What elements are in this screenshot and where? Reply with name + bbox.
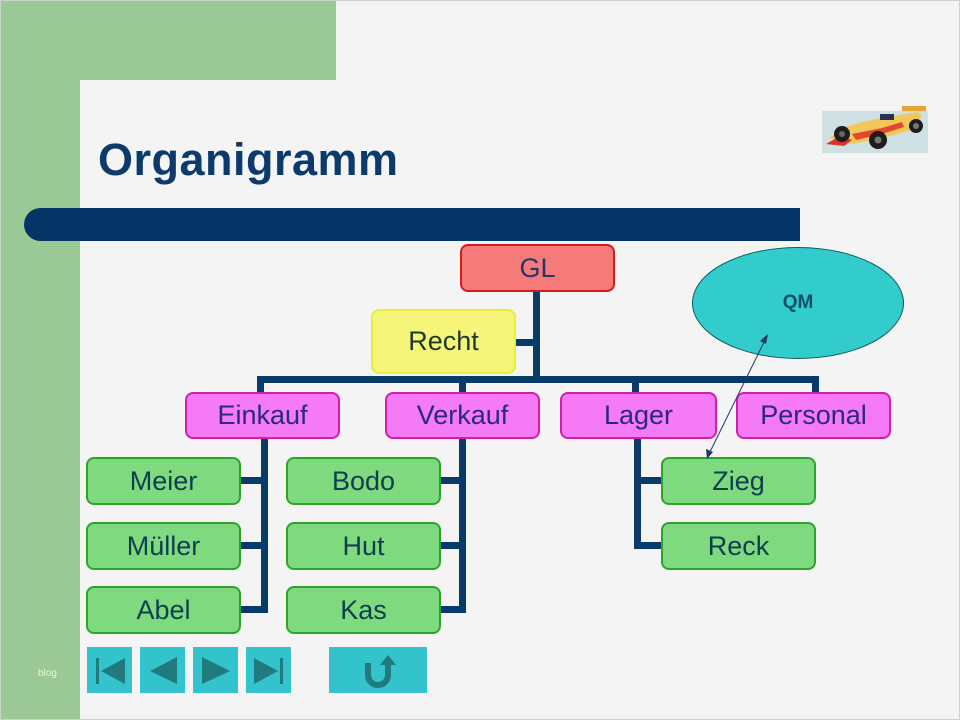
org-node-meier[interactable]: Meier — [86, 457, 241, 505]
org-node-label: Reck — [707, 530, 770, 561]
title-underline-bar — [24, 208, 800, 241]
org-node-abel[interactable]: Abel — [86, 586, 241, 634]
org-node-label: QM — [782, 292, 814, 313]
triangle-right-icon — [201, 657, 230, 684]
skip-to-end-icon — [253, 658, 283, 684]
org-node-personal[interactable]: Personal — [736, 392, 891, 439]
org-node-qm[interactable]: QM — [692, 247, 904, 359]
previous-slide-button[interactable] — [140, 647, 185, 693]
connector-mueller — [240, 542, 266, 549]
org-node-label: Hut — [342, 530, 385, 561]
footer-text: blog — [38, 668, 57, 679]
org-node-label: Abel — [136, 594, 191, 625]
connector-bodo — [440, 477, 464, 484]
org-node-einkauf[interactable]: Einkauf — [185, 392, 340, 439]
next-slide-button[interactable] — [193, 647, 238, 693]
u-turn-arrow-icon — [365, 655, 396, 688]
org-node-label: Müller — [126, 530, 201, 561]
skip-to-start-icon — [95, 658, 125, 684]
org-node-label: Recht — [408, 326, 479, 356]
connector-einkauf-drop — [257, 376, 264, 393]
connector-verkauf-trunk — [459, 438, 466, 613]
org-node-label: Einkauf — [217, 400, 308, 430]
org-node-verkauf[interactable]: Verkauf — [385, 392, 540, 439]
org-node-recht[interactable]: Recht — [371, 309, 516, 374]
org-node-gl[interactable]: GL — [460, 244, 615, 292]
org-node-label: Personal — [760, 400, 867, 430]
connector-lager-drop — [632, 376, 639, 393]
org-node-label: GL — [519, 252, 556, 283]
connector-abel — [240, 606, 268, 613]
connector-verkauf-drop — [459, 376, 466, 393]
connector-gl-trunk — [533, 290, 540, 380]
org-node-zieg[interactable]: Zieg — [661, 457, 816, 505]
org-node-hut[interactable]: Hut — [286, 522, 441, 570]
left-accent-band — [0, 0, 80, 720]
org-node-label: Verkauf — [416, 400, 509, 430]
org-node-kas[interactable]: Kas — [286, 586, 441, 634]
race-car-image — [822, 106, 928, 153]
top-accent-band — [0, 0, 336, 80]
slide-title: Organigramm — [98, 134, 399, 185]
org-node-label: Bodo — [331, 465, 396, 496]
connector-lager-trunk — [634, 438, 641, 549]
connector-recht — [515, 339, 535, 346]
connector-kas — [440, 606, 466, 613]
last-slide-button[interactable] — [246, 647, 291, 693]
connector-einkauf-trunk — [261, 438, 268, 613]
org-node-lager[interactable]: Lager — [560, 392, 717, 439]
connector-department-bus — [257, 376, 819, 383]
connector-reck — [634, 542, 662, 549]
org-node-reck[interactable]: Reck — [661, 522, 816, 570]
first-slide-button[interactable] — [87, 647, 132, 693]
connector-meier — [240, 477, 266, 484]
connector-personal-drop — [812, 376, 819, 393]
connector-hut — [440, 542, 464, 549]
org-node-bodo[interactable]: Bodo — [286, 457, 441, 505]
org-node-label: Meier — [129, 465, 198, 496]
connector-zieg — [634, 477, 662, 484]
return-button[interactable] — [329, 647, 427, 693]
org-node-mueller[interactable]: Müller — [86, 522, 241, 570]
org-node-label: Lager — [603, 400, 674, 430]
org-node-label: Kas — [340, 594, 387, 625]
triangle-left-icon — [149, 657, 177, 684]
org-node-label: Zieg — [712, 465, 765, 496]
